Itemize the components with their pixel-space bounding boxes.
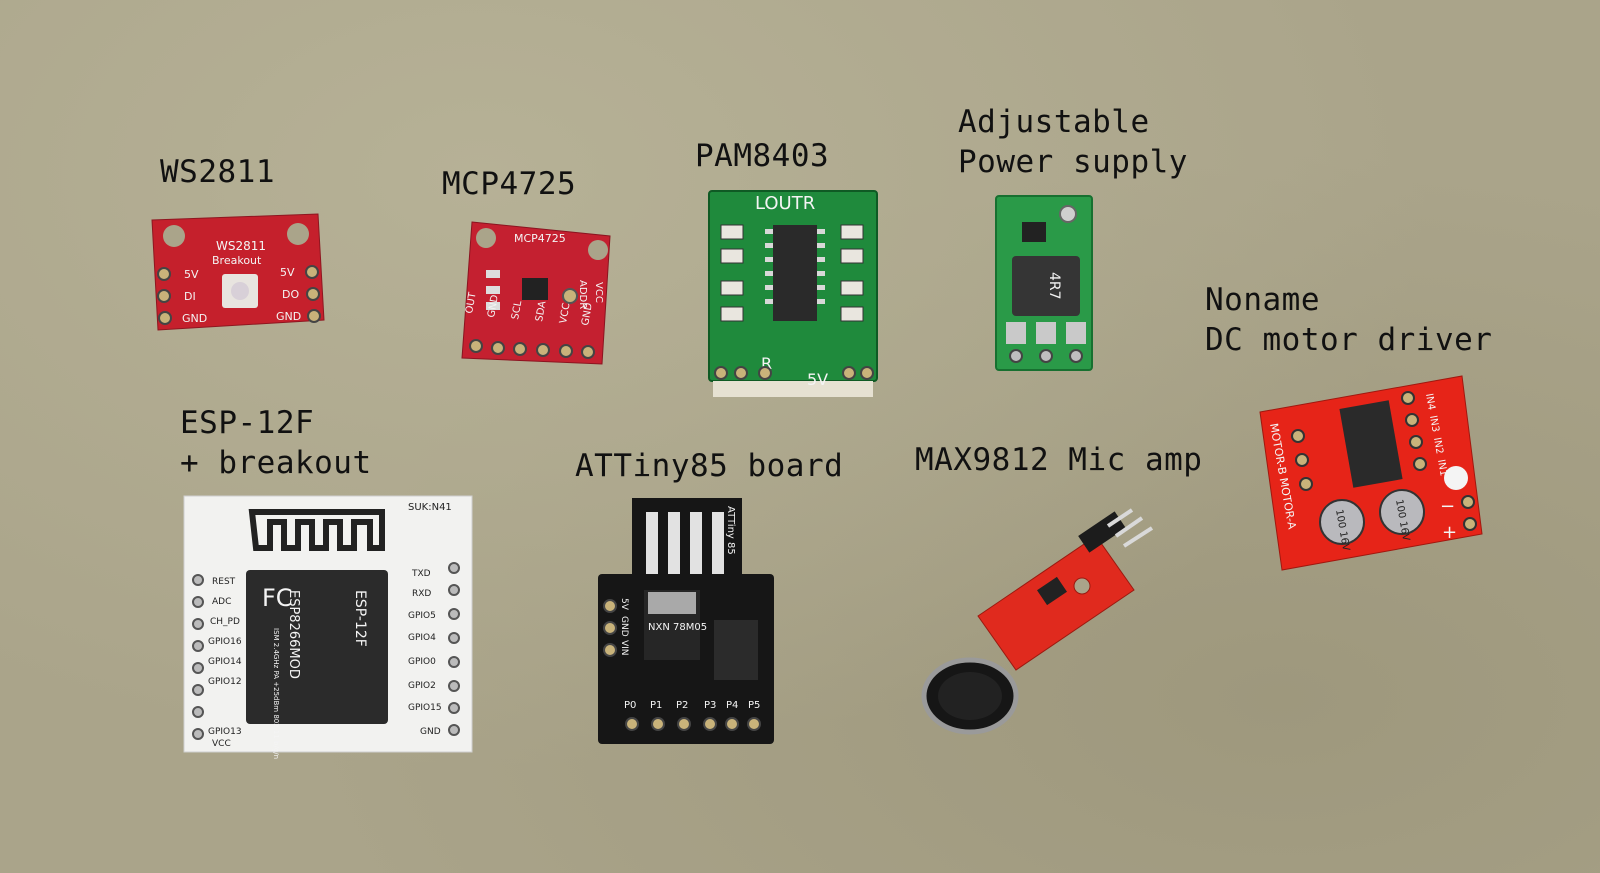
ws2811-pin-left-3: GND xyxy=(182,312,207,325)
esp12f-pin-left-5: GPIO14 xyxy=(208,657,242,667)
pam8403-caption: PAM8403 xyxy=(695,138,830,174)
esp12f-module-brand: ESP8266MOD xyxy=(286,590,301,679)
esp12f-pin-right-8: GND xyxy=(420,727,441,737)
esp12f-pin-right-2: RXD xyxy=(412,589,431,599)
attiny85-pin-p0: P0 xyxy=(624,700,636,711)
esp12f-module-name: ESP-12F xyxy=(352,590,368,647)
power-supply-inductor-label: 4R7 xyxy=(1046,272,1062,300)
max9812-caption: MAX9812 Mic amp xyxy=(915,442,1203,478)
mcp4725-pin-2: GND xyxy=(486,294,501,319)
pam8403-silk-r: R xyxy=(761,354,772,373)
esp12f-pin-right-7: GPIO15 xyxy=(408,703,442,713)
ws2811-board: WS2811 Breakout 5V DI GND 5V DO GND xyxy=(151,213,325,331)
esp12f-pin-left-8: VCC xyxy=(212,739,231,749)
esp12f-pin-left-3: CH_PD xyxy=(210,617,240,627)
max9812-board xyxy=(921,508,1154,735)
esp12f-pin-left-7: GPIO13 xyxy=(208,727,242,737)
attiny85-caption: ATTiny85 board xyxy=(575,448,844,484)
esp12f-pin-right-6: GPIO2 xyxy=(408,681,436,691)
ws2811-caption: WS2811 xyxy=(160,154,275,190)
ws2811-pin-left-2: DI xyxy=(184,290,196,303)
mcp4725-pin-3: SCL xyxy=(510,300,524,321)
esp12f-pin-left-1: REST xyxy=(212,577,236,587)
attiny85-header-3: VIN xyxy=(619,640,629,656)
esp12f-caption-line1: ESP-12F xyxy=(180,405,315,441)
esp12f-pin-right-1: TXD xyxy=(411,569,431,579)
motor-driver-pin-4: IN1 xyxy=(1435,459,1449,477)
power-supply-board: 4R7 xyxy=(995,195,1093,371)
esp12f-pin-left-6: GPIO12 xyxy=(208,677,242,687)
attiny85-pin-p4: P4 xyxy=(726,700,738,711)
pam8403-silk-top: LOUTR xyxy=(755,193,815,214)
power-supply-caption-line1: Adjustable xyxy=(958,104,1150,140)
esp12f-fc-mark: FC xyxy=(262,584,293,612)
mcp4725-pin-5: VCC xyxy=(558,302,572,324)
mcp4725-addr-label: ADDR xyxy=(577,280,588,309)
mcp4725-pin-4: SDA xyxy=(534,300,548,322)
ws2811-pin-right-1: 5V xyxy=(280,266,295,279)
esp12f-pin-right-3: GPIO5 xyxy=(408,611,436,621)
motor-driver-pin-2: IN3 xyxy=(1427,415,1441,433)
power-supply-caption-line2: Power supply xyxy=(958,144,1188,180)
mcp4725-pin-6: GND xyxy=(580,302,595,327)
ws2811-pin-right-2: DO xyxy=(282,288,299,301)
attiny85-silk-title: ATTiny 85 xyxy=(725,506,736,555)
motor-driver-pin-3: IN2 xyxy=(1431,437,1445,455)
motor-driver-caption-line2: DC motor driver xyxy=(1205,322,1493,358)
esp12f-board: SUK:N41 FC ESP8266MOD ESP-12F ISM 2.4GHz… xyxy=(183,495,473,759)
esp12f-caption-line2: + breakout xyxy=(180,445,372,481)
attiny85-pin-p3: P3 xyxy=(704,700,716,711)
attiny85-pin-p5: P5 xyxy=(748,700,760,711)
attiny85-pin-p1: P1 xyxy=(650,700,662,711)
motor-driver-board: MOTOR-B MOTOR-A IN4 IN3 IN2 IN1 100 16V … xyxy=(1259,375,1483,571)
motor-driver-minus: − xyxy=(1440,496,1455,517)
mcp4725-board: MCP4725 ADDR VCC OUT GND SCL SDA VCC GND xyxy=(461,221,611,365)
motor-driver-caption-line1: Noname xyxy=(1205,282,1320,318)
mcp4725-vcc-label: VCC xyxy=(593,282,604,303)
attiny85-regulator: NXN 78M05 xyxy=(648,622,707,633)
pam8403-silk-5v: 5V xyxy=(807,370,828,389)
esp12f-pin-left-2: ADC xyxy=(212,597,231,607)
mcp4725-pin-1: OUT xyxy=(464,291,479,315)
ws2811-pin-left-1: 5V xyxy=(184,268,199,281)
pam8403-board: LOUTR R 5V xyxy=(708,190,878,397)
mcp4725-caption: MCP4725 xyxy=(442,166,577,202)
esp12f-pin-right-5: GPIO0 xyxy=(408,657,436,667)
attiny85-header-1: 5V xyxy=(619,598,629,611)
esp12f-pin-right-4: GPIO4 xyxy=(408,633,436,643)
motor-driver-plus: + xyxy=(1442,522,1457,543)
esp12f-pin-left-4: GPIO16 xyxy=(208,637,242,647)
mcp4725-silk-title: MCP4725 xyxy=(514,232,566,245)
attiny85-pin-p2: P2 xyxy=(676,700,688,711)
attiny85-board: ATTiny 85 NXN 78M05 5V GND VIN P0 P1 P2 … xyxy=(598,498,774,744)
ws2811-pin-right-3: GND xyxy=(276,310,301,323)
esp12f-module-spec: ISM 2.4GHz PA +25dBm 802.11 b/g/n xyxy=(272,628,280,759)
ws2811-silk-sub: Breakout xyxy=(212,254,262,267)
attiny85-header-2: GND xyxy=(619,616,629,637)
ws2811-silk-title: WS2811 xyxy=(216,239,266,253)
esp12f-board-id: SUK:N41 xyxy=(408,502,452,513)
motor-driver-pin-1: IN4 xyxy=(1423,393,1437,411)
